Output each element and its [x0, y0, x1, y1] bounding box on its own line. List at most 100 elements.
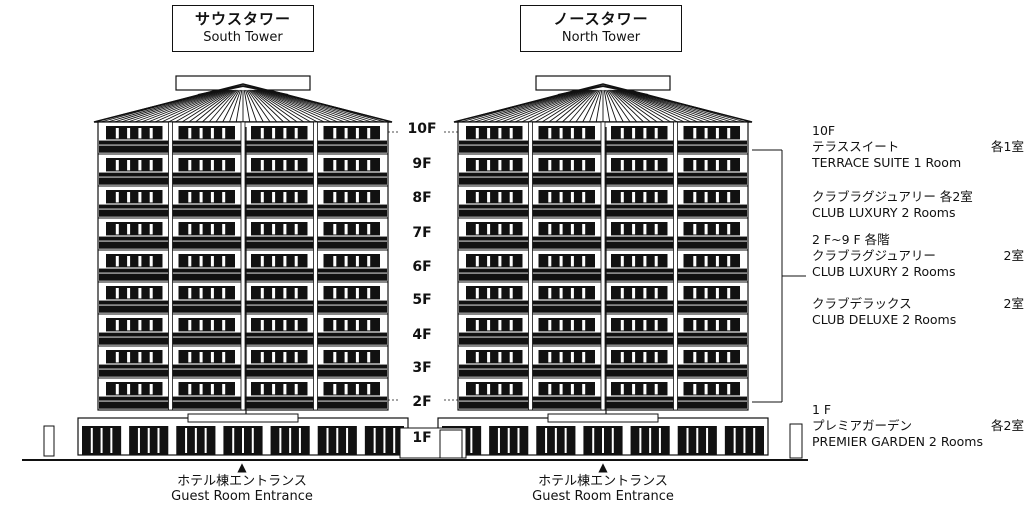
legend-garden-en: PREMIER GARDEN 2 Rooms — [812, 434, 983, 449]
north-balcony — [459, 300, 530, 313]
south-balcony — [244, 300, 315, 313]
north-floor-row — [458, 382, 748, 411]
legend-club-luxury-jp: クラブラグジュアリー 各2室 — [812, 189, 973, 204]
north-balcony — [531, 268, 602, 281]
south-tower-name-en: South Tower — [203, 30, 283, 45]
south-balcony — [171, 396, 242, 409]
north-pilaster — [528, 121, 533, 411]
north-window — [538, 382, 595, 396]
north-floor-row — [458, 318, 748, 347]
legend-mid-floors-label: 2 F~9 F 各階 — [812, 232, 890, 247]
north-balcony — [604, 396, 675, 409]
north-balcony — [676, 396, 747, 409]
south-window — [178, 126, 235, 140]
south-window — [251, 190, 308, 204]
south-window — [106, 254, 163, 268]
legend-terrace-en: TERRACE SUITE 1 Room — [812, 155, 962, 170]
south-entrance-jp: ホテル棟エントランス — [177, 474, 307, 489]
south-balcony — [316, 204, 387, 217]
north-balcony — [604, 236, 675, 249]
north-floor-row — [458, 126, 748, 155]
south-window — [106, 286, 163, 300]
north-balcony — [604, 300, 675, 313]
south-floor-row — [98, 126, 388, 155]
north-balcony — [531, 204, 602, 217]
legend-brackets — [752, 149, 806, 403]
legend-garden-jp: プレミアガーデン — [812, 418, 913, 433]
north-balcony — [531, 172, 602, 185]
south-window — [178, 350, 235, 364]
south-entrance-en: Guest Room Entrance — [171, 489, 313, 504]
entrance-marker-icon: ▲ — [598, 460, 608, 474]
south-window — [106, 158, 163, 172]
north-window — [466, 254, 523, 268]
south-window — [178, 382, 235, 396]
right-gate-post — [789, 423, 803, 459]
south-window — [323, 126, 380, 140]
south-balcony — [171, 332, 242, 345]
north-floor-row — [458, 254, 748, 283]
south-balcony — [171, 204, 242, 217]
south-balcony — [316, 268, 387, 281]
north-balcony — [676, 140, 747, 153]
south-balcony — [316, 300, 387, 313]
floor-label-1f: 1F — [412, 430, 432, 446]
south-balcony — [171, 172, 242, 185]
north-window — [611, 158, 668, 172]
north-entrance-jp: ホテル棟エントランス — [538, 474, 668, 489]
south-balcony — [99, 236, 170, 249]
floor-label-5f: 5F — [412, 292, 432, 308]
north-balcony — [676, 364, 747, 377]
north-roof-hatching — [453, 89, 753, 123]
north-window — [683, 254, 740, 268]
south-balcony — [244, 140, 315, 153]
south-floor-row — [98, 318, 388, 347]
south-window — [178, 318, 235, 332]
north-window — [538, 286, 595, 300]
legend-mid-luxury-count: 2室 — [1003, 248, 1024, 263]
north-tower-building — [437, 75, 769, 456]
south-balcony — [244, 172, 315, 185]
south-floor-row — [98, 286, 388, 315]
north-window — [611, 382, 668, 396]
north-floor-row — [458, 350, 748, 379]
south-window — [323, 350, 380, 364]
north-window — [683, 222, 740, 236]
north-window — [683, 158, 740, 172]
south-window — [323, 382, 380, 396]
south-pilaster — [168, 121, 173, 411]
south-balcony — [99, 268, 170, 281]
south-window — [323, 190, 380, 204]
north-pilaster — [673, 121, 678, 411]
legend-garden-count: 各2室 — [991, 418, 1024, 433]
south-balcony — [316, 364, 387, 377]
south-window — [178, 158, 235, 172]
north-balcony — [604, 204, 675, 217]
north-balcony — [531, 300, 602, 313]
south-window — [106, 350, 163, 364]
north-balcony — [459, 332, 530, 345]
south-window — [178, 254, 235, 268]
legend-10f: 10F テラススイート各1室 TERRACE SUITE 1 Room — [812, 123, 1024, 171]
north-balcony — [459, 204, 530, 217]
south-balcony — [99, 140, 170, 153]
north-balcony — [676, 332, 747, 345]
north-window — [611, 222, 668, 236]
south-entrance: ▲ ホテル棟エントランス Guest Room Entrance — [142, 460, 342, 504]
north-window — [611, 286, 668, 300]
south-balcony — [171, 236, 242, 249]
south-balcony — [244, 364, 315, 377]
north-window — [538, 222, 595, 236]
south-balcony — [171, 268, 242, 281]
legend-deluxe-jp: クラブデラックス — [812, 296, 912, 311]
north-pilaster — [600, 121, 606, 411]
north-window — [538, 190, 595, 204]
south-balcony — [316, 140, 387, 153]
south-window — [323, 254, 380, 268]
link-door — [439, 429, 463, 459]
north-window — [538, 350, 595, 364]
north-window — [466, 190, 523, 204]
south-window — [251, 126, 308, 140]
south-window — [178, 286, 235, 300]
north-floor-row — [458, 190, 748, 219]
